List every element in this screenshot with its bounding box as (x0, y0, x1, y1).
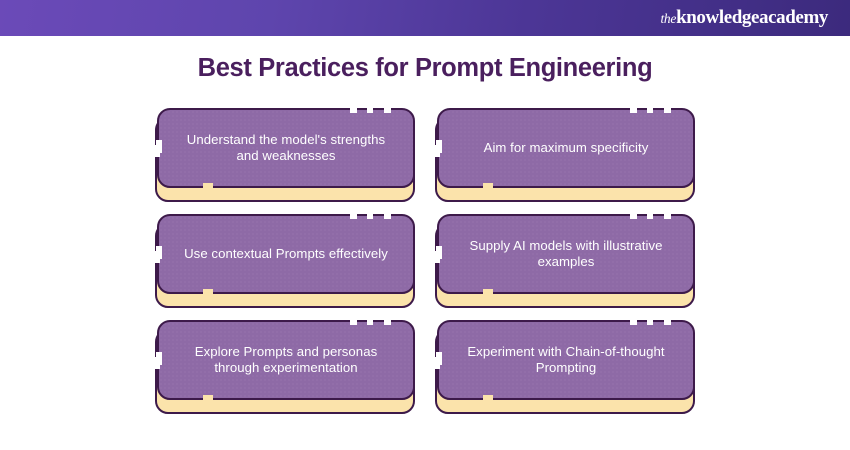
card-label-3: Use contextual Prompts effectively (184, 245, 388, 261)
card-border-gap-left-5 (156, 352, 162, 365)
card-border-dash-gap-top-a-4 (630, 213, 637, 219)
card-border-dash-gap-top-a-5 (350, 319, 357, 325)
card-face-layer-4: Supply AI models with illustrative examp… (436, 213, 695, 295)
brand-logo-main: knowledgeacademy (676, 7, 828, 28)
card-label-6: Experiment with Chain-of-thought Prompti… (467, 343, 665, 376)
card-border-gap-bottom-6 (483, 395, 493, 401)
card-border-dash-gap-top-c-4 (664, 213, 671, 219)
card-border-gap-left-6 (436, 352, 442, 365)
card-face-layer-3: Use contextual Prompts effectively (156, 213, 415, 295)
card-border-gap-bottom-5 (203, 395, 213, 401)
practice-card-3[interactable]: Use contextual Prompts effectively (154, 213, 417, 310)
card-border-gap-left-1 (156, 140, 162, 153)
card-border-gap-bottom-1 (203, 183, 213, 189)
card-border-gap-left-3 (156, 246, 162, 259)
card-border-dash-gap-top-b-4 (647, 213, 653, 219)
practice-card-6[interactable]: Experiment with Chain-of-thought Prompti… (434, 319, 697, 416)
card-border-dash-gap-top-b-1 (367, 107, 373, 113)
card-border-dash-gap-top-b-3 (367, 213, 373, 219)
card-border-dash-gap-top-a-1 (350, 107, 357, 113)
card-border-dash-gap-top-c-1 (384, 107, 391, 113)
card-label-5: Explore Prompts and personas through exp… (194, 343, 378, 376)
card-border-gap-bottom-2 (483, 183, 493, 189)
card-border-dash-gap-top-b-5 (367, 319, 373, 325)
practices-grid: Understand the model's strengths and wea… (154, 107, 697, 416)
page-title: Best Practices for Prompt Engineering (197, 54, 653, 82)
card-border-gap-bottom-4 (483, 289, 493, 295)
card-border-dash-gap-top-c-6 (664, 319, 671, 325)
card-label-4: Supply AI models with illustrative examp… (469, 237, 663, 270)
card-border-dash-gap-top-c-5 (384, 319, 391, 325)
card-border-dash-gap-top-a-2 (630, 107, 637, 113)
brand-logo-the: the (660, 11, 677, 26)
card-border-dash-gap-top-b-6 (647, 319, 653, 325)
card-border-dash-gap-top-b-2 (647, 107, 653, 113)
card-face-layer-6: Experiment with Chain-of-thought Prompti… (436, 319, 695, 401)
practice-card-2[interactable]: Aim for maximum specificity (434, 107, 697, 204)
card-border-gap-left-4 (436, 246, 442, 259)
card-border-dash-gap-top-a-6 (630, 319, 637, 325)
card-border-gap-left-2 (436, 140, 442, 153)
card-border-dash-gap-top-a-3 (350, 213, 357, 219)
card-border-gap-bottom-3 (203, 289, 213, 295)
practice-card-1[interactable]: Understand the model's strengths and wea… (154, 107, 417, 204)
card-face-layer-2: Aim for maximum specificity (436, 107, 695, 189)
card-label-2: Aim for maximum specificity (483, 139, 649, 155)
practice-card-4[interactable]: Supply AI models with illustrative examp… (434, 213, 697, 310)
card-face-layer-5: Explore Prompts and personas through exp… (156, 319, 415, 401)
card-border-dash-gap-top-c-2 (664, 107, 671, 113)
practice-card-5[interactable]: Explore Prompts and personas through exp… (154, 319, 417, 416)
card-label-1: Understand the model's strengths and wea… (186, 131, 386, 164)
card-face-layer-1: Understand the model's strengths and wea… (156, 107, 415, 189)
card-border-dash-gap-top-c-3 (384, 213, 391, 219)
